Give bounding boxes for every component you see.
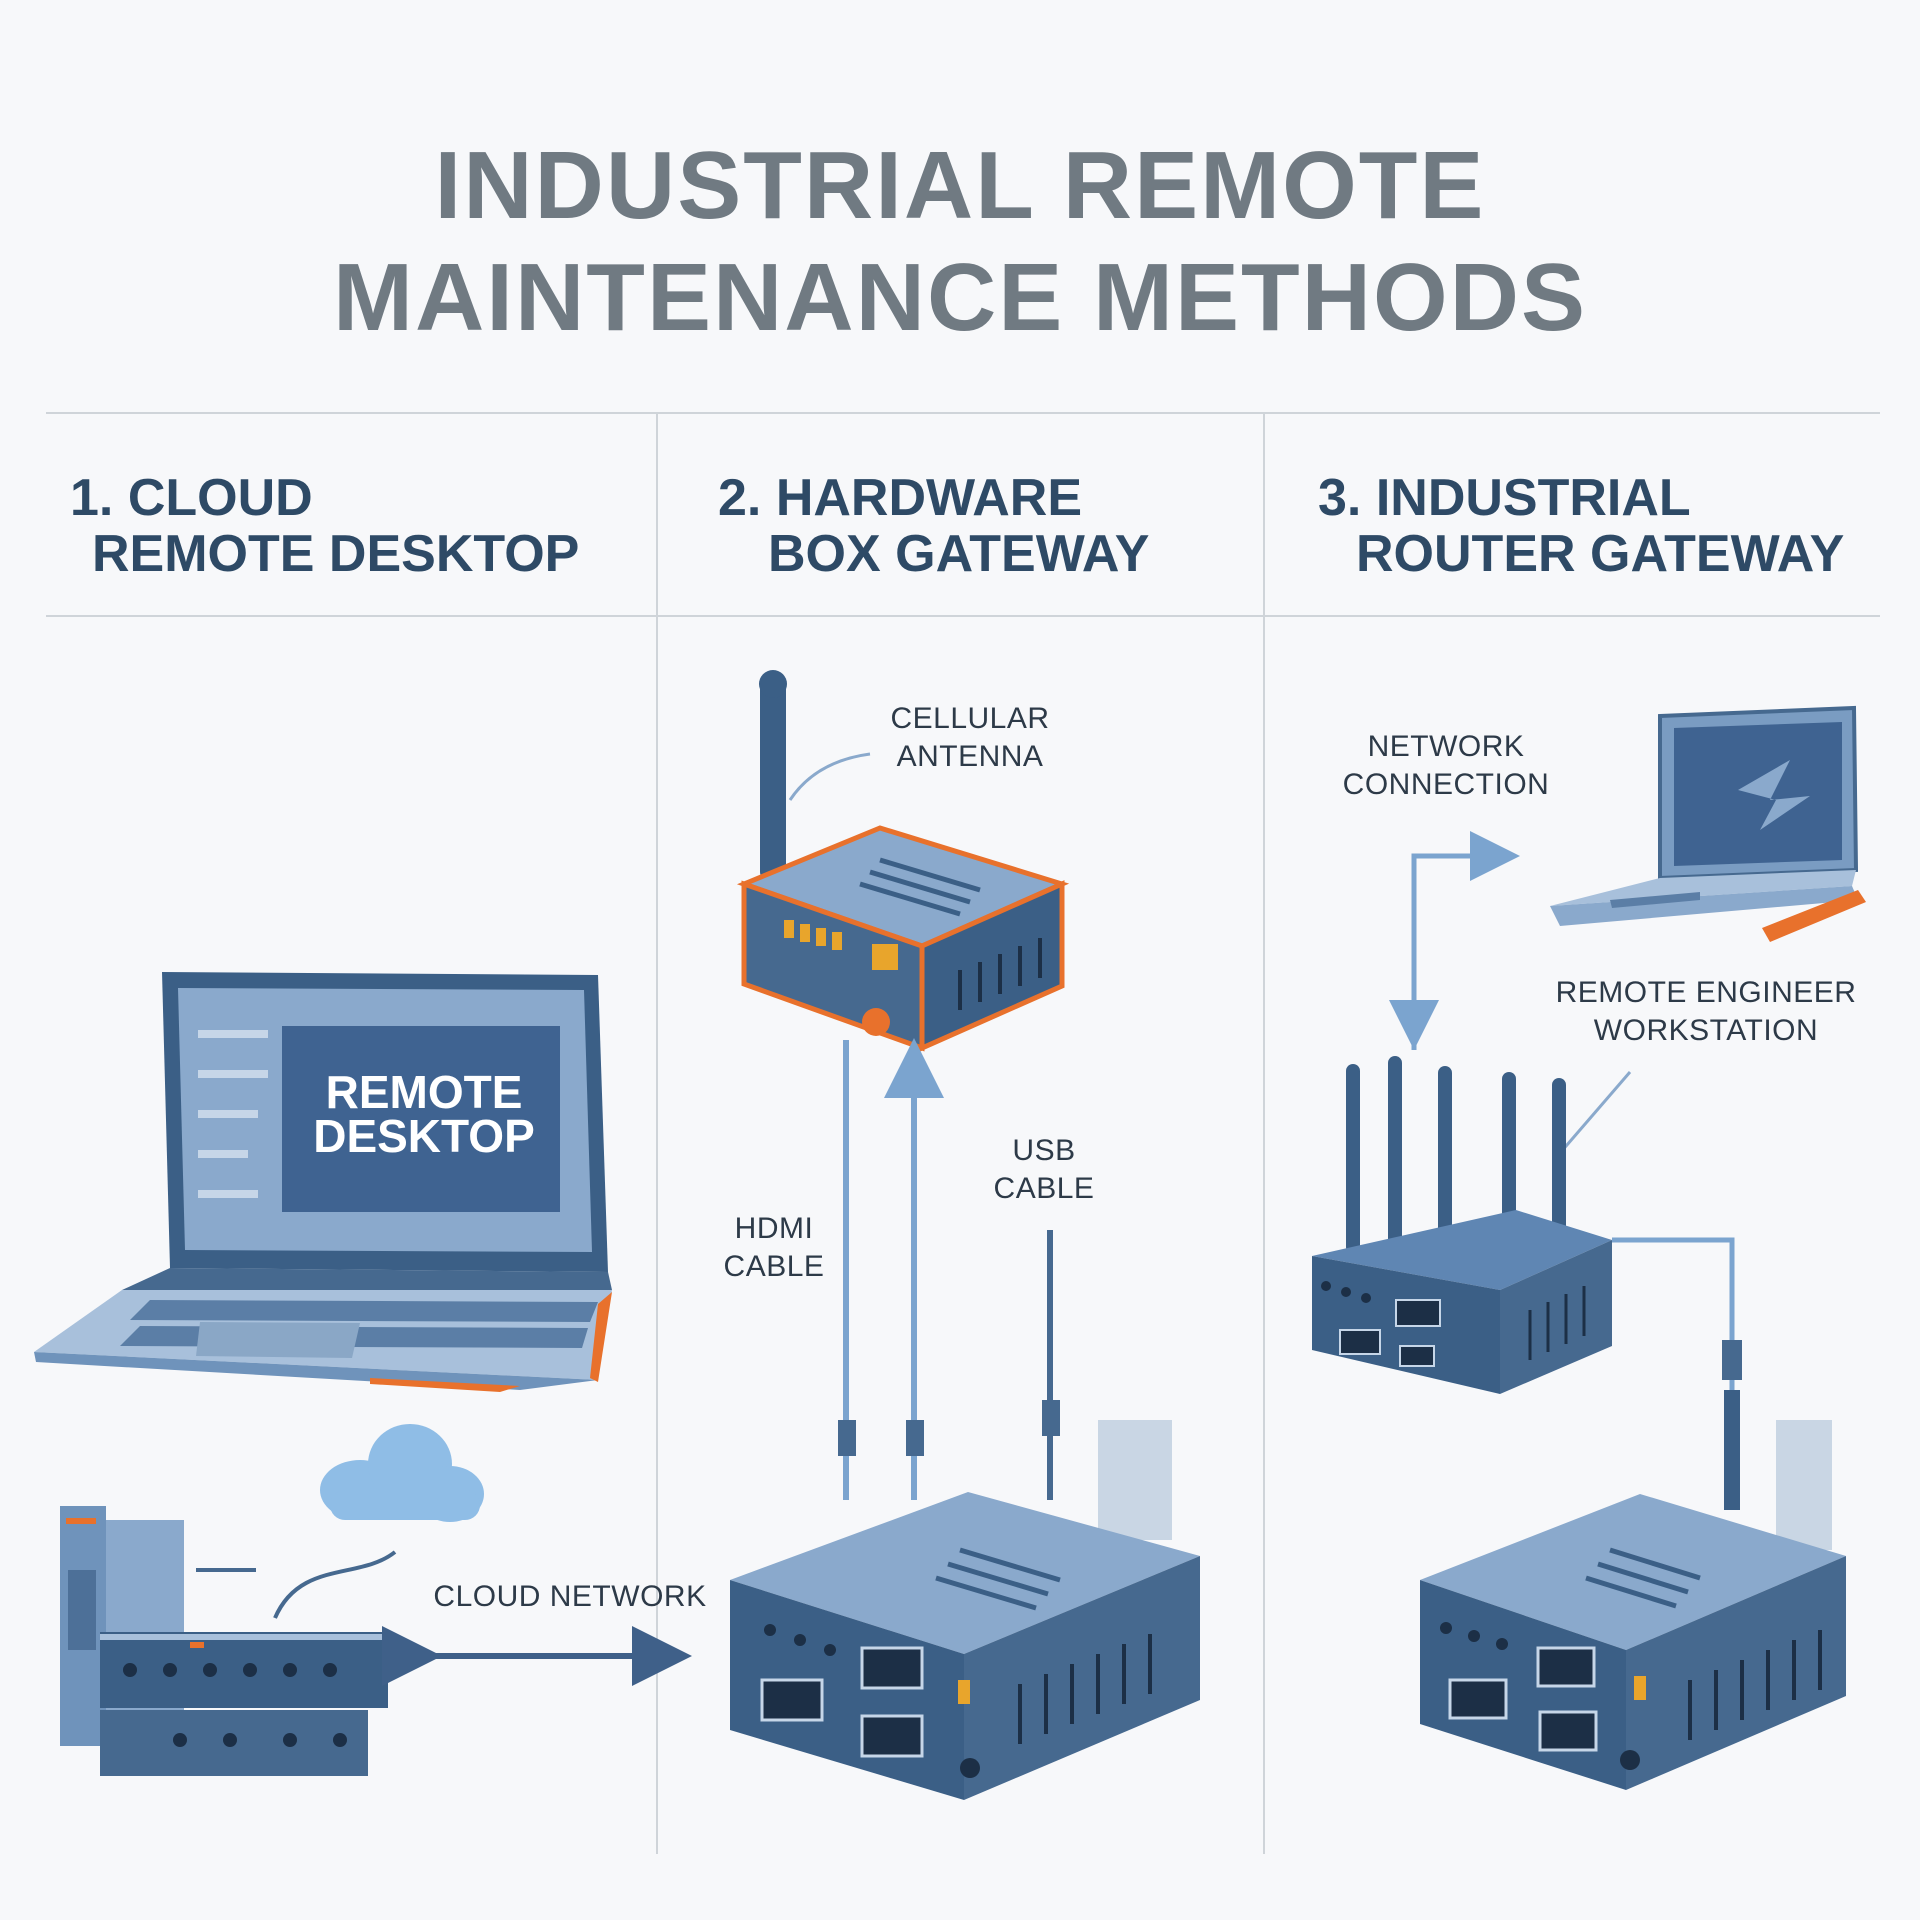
engineer-laptop-icon: [1550, 705, 1866, 942]
usb-cable-label: USB CABLE: [974, 1132, 1114, 1208]
column-divider-2: [1263, 414, 1265, 1854]
router-cable-plug: [1724, 1390, 1740, 1510]
column-heading-subtitle: BOX GATEWAY: [768, 525, 1150, 583]
column-heading-number: 1. CLOUD: [70, 469, 313, 527]
box-gateway-device-icon: [730, 1420, 1200, 1800]
workstation-label-leader: [1552, 1071, 1632, 1161]
hdmi-cable-label-line-1: HDMI: [734, 1212, 814, 1245]
column-heading-router: 3. INDUSTRIAL ROUTER GATEWAY: [1318, 470, 1844, 582]
hdmi-cable-label: HDMI CABLE: [704, 1210, 844, 1286]
cloud-network-label-text: CLOUD NETWORK: [433, 1580, 707, 1613]
remote-engineer-label: REMOTE ENGINEER WORKSTATION: [1546, 974, 1866, 1050]
router-device-cable: [1612, 1237, 1735, 1500]
network-connection-label-line-2: CONNECTION: [1342, 768, 1550, 801]
title-line-2: MAINTENANCE METHODS: [333, 244, 1587, 351]
server-rack-icon: [60, 1506, 390, 1776]
title-line-1: INDUSTRIAL REMOTE: [434, 132, 1486, 239]
column-heading-number: 3. INDUSTRIAL: [1318, 469, 1691, 527]
router-icon: [1312, 1056, 1612, 1394]
usb-right-connector: [1042, 1400, 1060, 1436]
router-gateway-device-icon: [1420, 1420, 1846, 1790]
laptop-icon: [34, 972, 612, 1392]
router-cable-connector: [1722, 1340, 1742, 1380]
column-heading-number: 2. HARDWARE: [718, 469, 1083, 527]
remote-engineer-label-line-1: REMOTE ENGINEER: [1555, 976, 1857, 1009]
screen-text-line-2: DESKTOP: [313, 1110, 535, 1162]
cellular-antenna-label-line-1: CELLULAR: [890, 702, 1050, 735]
column-heading-cloud: 1. CLOUD REMOTE DESKTOP: [70, 470, 579, 582]
column-divider-1: [656, 414, 658, 1854]
network-connection-label: NETWORK CONNECTION: [1326, 728, 1566, 804]
header-divider-bottom: [46, 615, 1880, 617]
column-heading-hardware: 2. HARDWARE BOX GATEWAY: [718, 470, 1149, 582]
cellular-antenna-label-line-2: ANTENNA: [896, 740, 1044, 773]
usb-cable-label-line-1: USB: [1012, 1134, 1076, 1167]
screen-text-line-1: REMOTE: [326, 1066, 523, 1118]
remote-engineer-label-line-2: WORKSTATION: [1593, 1014, 1819, 1047]
antenna-label-leader: [788, 752, 871, 801]
header-divider-top: [46, 412, 1880, 414]
antenna-icon: [759, 670, 787, 880]
cloud-icon: [320, 1424, 484, 1522]
page-title: INDUSTRIAL REMOTE MAINTENANCE METHODS: [0, 130, 1920, 354]
usb-connector: [906, 1420, 924, 1456]
cloud-link-line: [273, 1550, 397, 1619]
cellular-antenna-label: CELLULAR ANTENNA: [870, 700, 1070, 776]
usb-cable-label-line-2: CABLE: [993, 1172, 1095, 1205]
column-heading-subtitle: ROUTER GATEWAY: [1356, 525, 1845, 583]
hdmi-connector: [838, 1420, 856, 1456]
network-connection-label-line-1: NETWORK: [1367, 730, 1525, 763]
column-heading-subtitle: REMOTE DESKTOP: [92, 525, 580, 583]
gateway-box-icon: [736, 825, 1070, 1052]
hdmi-cable-label-line-2: CABLE: [723, 1250, 825, 1283]
network-connection-arrow-right: [1411, 831, 1520, 1050]
cloud-network-label: CLOUD NETWORK: [430, 1578, 710, 1616]
